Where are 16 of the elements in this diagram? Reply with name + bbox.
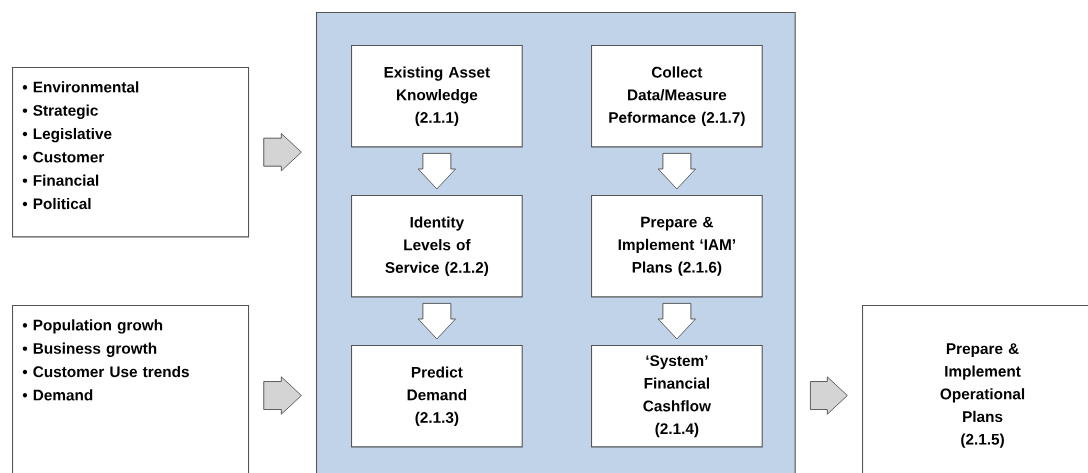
block-arrow xyxy=(657,152,696,190)
factor-list-box: • Environmental • Strategic • Legislative • Customer • Financial • Political xyxy=(12,67,250,238)
process-box: Predict Demand (2.1.3) xyxy=(351,345,523,448)
process-box: Identity Levels of Service (2.1.2) xyxy=(351,195,523,298)
process-box: Collect Data/Measure Peformance (2.1.7) xyxy=(591,45,763,148)
factor-list-box: • Population growh • Business growth • Customer Use trends • Demand xyxy=(12,305,250,473)
block-arrow xyxy=(809,376,848,415)
block-arrow xyxy=(263,376,302,415)
process-box: ‘System’ Financial Cashflow (2.1.4) xyxy=(591,345,763,448)
process-box: Prepare & Implement ‘IAM’ Plans (2.1.6) xyxy=(591,195,763,298)
process-box: Prepare & Implement Operational Plans (2.1.5) xyxy=(862,305,1088,473)
block-arrow xyxy=(657,302,696,340)
block-arrow xyxy=(263,133,302,172)
process-box: Existing Asset Knowledge (2.1.1) xyxy=(351,45,523,148)
block-arrow xyxy=(417,152,456,190)
block-arrow xyxy=(417,302,456,340)
